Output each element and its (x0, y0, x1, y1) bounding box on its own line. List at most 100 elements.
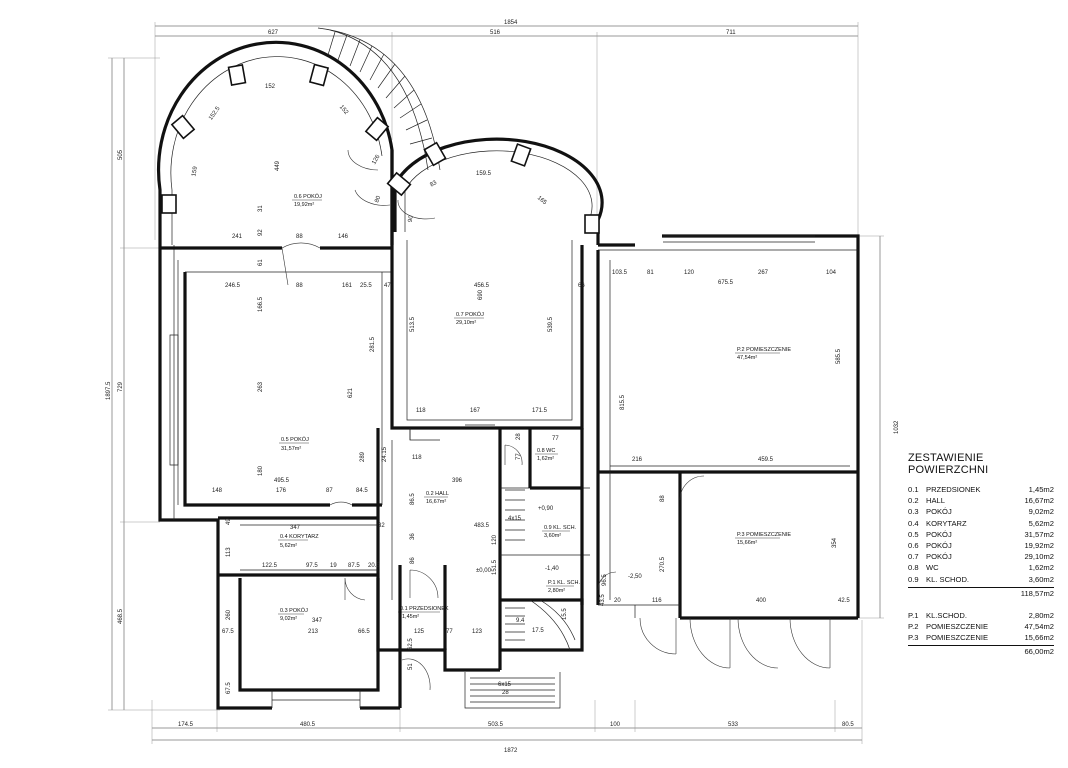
legend-row: 0.7 POKÓJ 29,10m2 (908, 551, 1054, 562)
svg-text:15,66m²: 15,66m² (737, 540, 757, 546)
svg-text:483.5: 483.5 (474, 523, 490, 529)
legend-rooms-total: 118,57m2 (908, 586, 1054, 600)
svg-text:9.4: 9.4 (516, 618, 525, 624)
svg-text:165: 165 (536, 195, 548, 206)
svg-text:146: 146 (338, 234, 349, 240)
svg-text:347: 347 (290, 525, 301, 531)
room-label-p-3: P.3 POMIESZCZENIE 15,66m² (735, 532, 791, 546)
dim-bottom-total: 1872 (504, 748, 518, 754)
legend-area: 9,02m2 (1028, 507, 1054, 517)
legend-area: 2,80m2 (1028, 610, 1054, 620)
svg-text:92: 92 (258, 229, 264, 236)
svg-text:246.5: 246.5 (225, 283, 241, 289)
interior-dimensions: 152 152.5 152 159 449 159.5 83 165 126 8… (191, 84, 850, 696)
svg-text:396: 396 (452, 478, 463, 484)
legend-name: HALL (926, 496, 945, 506)
legend-name: POKÓJ (926, 552, 952, 562)
svg-text:690: 690 (478, 289, 484, 300)
legend-area: 1,62m2 (1028, 563, 1054, 573)
legend-row: 0.3 POKÓJ 9,02m2 (908, 506, 1054, 517)
dimension-lines: 1854 627 516 711 174.5 480.5 503.5 100 5… (106, 20, 900, 754)
arch-piers (161, 63, 600, 234)
legend-extra-total: 66,00m2 (908, 645, 1054, 658)
dim-left-c: 468.5 (118, 608, 124, 624)
svg-text:16,67m²: 16,67m² (426, 499, 446, 505)
svg-text:P.2 POMIESZCZENIE: P.2 POMIESZCZENIE (737, 347, 791, 353)
svg-text:151.5: 151.5 (492, 559, 498, 575)
svg-text:0.7 POKÓJ: 0.7 POKÓJ (456, 311, 484, 318)
legend-name: PRZEDSIONEK (926, 485, 981, 494)
dim-left-total: 1897.5 (106, 381, 112, 400)
svg-text:449: 449 (275, 160, 281, 171)
svg-text:4x15: 4x15 (508, 516, 522, 522)
legend-area: 19,92m2 (1024, 541, 1054, 551)
svg-text:267: 267 (758, 270, 769, 276)
legend-num: 0.1 (908, 485, 919, 494)
legend-area: 29,10m2 (1024, 552, 1054, 562)
svg-text:152: 152 (338, 104, 349, 116)
svg-text:88: 88 (296, 234, 303, 240)
svg-text:815.5: 815.5 (620, 394, 626, 410)
legend-num: 0.3 (908, 507, 919, 517)
svg-text:0.3 POKÓJ: 0.3 POKÓJ (280, 607, 308, 614)
svg-text:96.5: 96.5 (602, 574, 608, 586)
svg-text:263: 263 (258, 381, 264, 392)
svg-text:87.5: 87.5 (348, 563, 360, 569)
legend-area: 15,66m2 (1024, 633, 1054, 643)
svg-text:621: 621 (348, 387, 354, 398)
svg-text:3,60m²: 3,60m² (544, 533, 561, 539)
dim-top-total: 1854 (504, 20, 518, 26)
svg-text:17.5: 17.5 (532, 628, 544, 634)
svg-text:216: 216 (632, 457, 643, 463)
dim-top-c: 711 (726, 30, 736, 36)
legend-name: POKÓJ (926, 507, 952, 517)
svg-text:51: 51 (408, 663, 414, 670)
legend-name: POMIESZCZENIE (926, 633, 989, 643)
svg-text:167: 167 (470, 408, 481, 414)
svg-text:77: 77 (552, 436, 559, 442)
svg-text:P.3 POMIESZCZENIE: P.3 POMIESZCZENIE (737, 532, 791, 538)
svg-text:126: 126 (371, 153, 382, 165)
svg-text:456.5: 456.5 (474, 283, 490, 289)
svg-text:90: 90 (408, 214, 415, 222)
svg-text:62.5: 62.5 (408, 638, 414, 650)
svg-text:47,54m²: 47,54m² (737, 355, 757, 361)
svg-text:97.5: 97.5 (306, 563, 318, 569)
svg-text:0.2 HALL: 0.2 HALL (426, 491, 449, 497)
svg-text:354: 354 (832, 537, 838, 548)
svg-text:31,57m²: 31,57m² (281, 446, 301, 452)
svg-text:19: 19 (330, 563, 337, 569)
legend-num: 0.7 (908, 552, 919, 562)
svg-text:675.5: 675.5 (718, 280, 734, 286)
svg-text:49: 49 (226, 518, 232, 525)
svg-text:15.5: 15.5 (562, 608, 568, 620)
svg-text:116: 116 (652, 598, 662, 604)
svg-text:495.5: 495.5 (274, 478, 290, 484)
legend-area: 16,67m2 (1024, 496, 1054, 506)
svg-text:1,62m²: 1,62m² (537, 456, 554, 462)
svg-text:0.6 POKÓJ: 0.6 POKÓJ (294, 193, 322, 200)
legend-name: KL.SCHOD. (926, 610, 967, 620)
legend-num: 0.5 (908, 529, 919, 539)
dim-left-b: 729 (118, 381, 124, 392)
dim-bottom-a: 174.5 (178, 722, 194, 728)
legend-name: WC (926, 563, 939, 573)
svg-text:513.5: 513.5 (410, 316, 416, 332)
dim-bottom-e: 533 (728, 722, 739, 728)
svg-text:539.5: 539.5 (548, 316, 554, 332)
svg-text:47: 47 (384, 283, 391, 289)
dim-bottom-f: 80.5 (842, 722, 854, 728)
svg-text:120: 120 (684, 270, 695, 276)
svg-text:118: 118 (412, 455, 422, 461)
svg-text:123: 123 (472, 629, 483, 635)
legend-num: 0.6 (908, 541, 919, 551)
